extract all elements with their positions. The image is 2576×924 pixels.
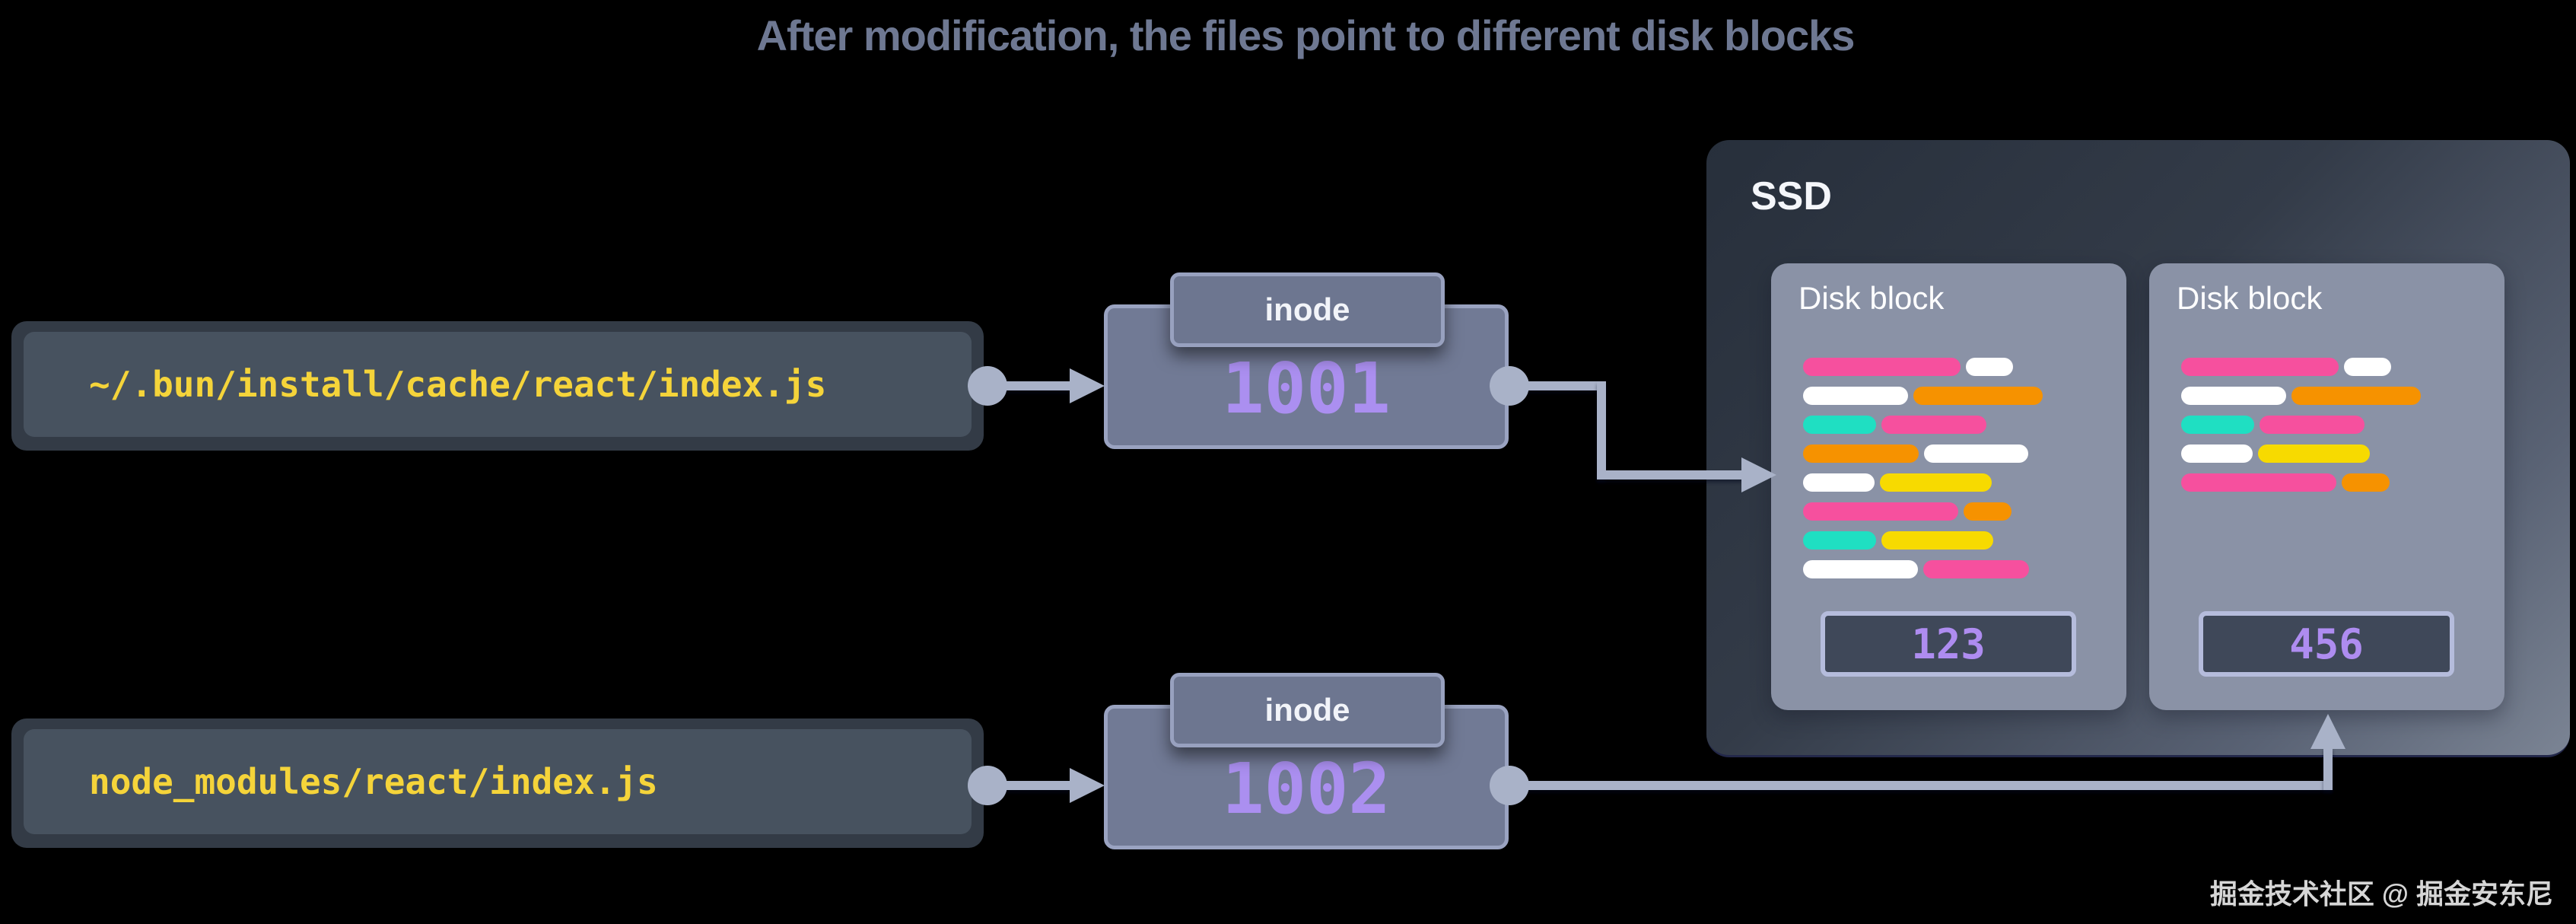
orange-pill bbox=[1964, 502, 2012, 521]
ssd-label: SSD bbox=[1751, 174, 1832, 218]
pink-pill bbox=[1923, 560, 2029, 578]
pill-row bbox=[1803, 560, 2043, 578]
white-pill bbox=[1803, 387, 1908, 405]
arrow-line bbox=[1597, 381, 1606, 480]
yellow-pill bbox=[1881, 531, 1993, 550]
arrow-line bbox=[987, 781, 1073, 790]
white-pill bbox=[1803, 473, 1875, 492]
inode-tab: inode bbox=[1170, 673, 1445, 747]
orange-pill bbox=[2342, 473, 2390, 492]
diagram-title: After modification, the files point to d… bbox=[756, 11, 1856, 59]
connector-dot bbox=[968, 766, 1007, 805]
pill-row bbox=[2181, 473, 2421, 492]
pill-row bbox=[1803, 502, 2043, 521]
block-number-plate: 456 bbox=[2199, 611, 2454, 677]
white-pill bbox=[1966, 358, 2013, 376]
arrow-head-icon bbox=[1070, 768, 1105, 803]
pill-row bbox=[2181, 444, 2421, 463]
pink-pill bbox=[1881, 416, 1986, 434]
pill-row bbox=[1803, 416, 2043, 434]
orange-pill bbox=[2291, 387, 2421, 405]
file-path-text: ~/.bun/install/cache/react/index.js bbox=[89, 364, 827, 405]
pill-row bbox=[1803, 387, 2043, 405]
yellow-pill bbox=[2258, 444, 2370, 463]
arrow-line bbox=[2323, 747, 2333, 790]
arrow-head-icon bbox=[2310, 714, 2345, 749]
file-node-inner: ~/.bun/install/cache/react/index.js bbox=[24, 332, 972, 437]
white-pill bbox=[1803, 560, 1918, 578]
arrow-line bbox=[1509, 781, 2333, 790]
inode-tab-label: inode bbox=[1264, 292, 1350, 327]
arrow-line bbox=[1597, 470, 1743, 480]
orange-pill bbox=[1913, 387, 2043, 405]
orange-pill bbox=[1803, 444, 1919, 463]
pill-row bbox=[2181, 416, 2421, 434]
pill-row bbox=[1803, 531, 2043, 550]
file-node-node-modules: node_modules/react/index.js bbox=[11, 718, 984, 848]
arrow-head-icon bbox=[1070, 368, 1105, 403]
arrow-line bbox=[987, 381, 1073, 390]
connector-dot bbox=[968, 366, 1007, 406]
file-path-text: node_modules/react/index.js bbox=[89, 761, 658, 802]
arrow-head-icon bbox=[1741, 457, 1776, 492]
pill-row bbox=[2181, 387, 2421, 405]
connector-dot bbox=[1490, 766, 1529, 805]
data-pills bbox=[2181, 358, 2421, 502]
disk-block-label: Disk block bbox=[2177, 280, 2323, 316]
file-node-inner: node_modules/react/index.js bbox=[24, 729, 972, 834]
data-pills bbox=[1803, 358, 2043, 589]
teal-pill bbox=[1803, 531, 1876, 550]
inode-number: 1002 bbox=[1222, 747, 1391, 830]
inode-tab: inode bbox=[1170, 272, 1445, 347]
white-pill bbox=[1924, 444, 2028, 463]
block-number: 456 bbox=[2289, 620, 2364, 668]
white-pill bbox=[2344, 358, 2391, 376]
pink-pill bbox=[2181, 358, 2339, 376]
ssd-container: SSD Disk block 123 Disk block 456 bbox=[1706, 140, 2570, 757]
disk-block-card-456: Disk block 456 bbox=[2149, 263, 2504, 710]
arrow-line bbox=[1509, 381, 1606, 390]
file-node-bun-cache: ~/.bun/install/cache/react/index.js bbox=[11, 321, 984, 451]
white-pill bbox=[2181, 444, 2253, 463]
pink-pill bbox=[2181, 473, 2336, 492]
pill-row bbox=[2181, 358, 2421, 376]
block-number-plate: 123 bbox=[1821, 611, 2076, 677]
white-pill bbox=[2181, 387, 2286, 405]
teal-pill bbox=[1803, 416, 1876, 434]
teal-pill bbox=[2181, 416, 2254, 434]
inode-number: 1001 bbox=[1222, 347, 1391, 429]
pill-row bbox=[1803, 473, 2043, 492]
yellow-pill bbox=[1880, 473, 1992, 492]
disk-block-card-123: Disk block 123 bbox=[1771, 263, 2126, 710]
pink-pill bbox=[2260, 416, 2365, 434]
pill-row bbox=[1803, 358, 2043, 376]
connector-dot bbox=[1490, 366, 1529, 406]
block-number: 123 bbox=[1911, 620, 1986, 668]
inode-tab-label: inode bbox=[1264, 692, 1350, 728]
pink-pill bbox=[1803, 502, 1958, 521]
pill-row bbox=[1803, 444, 2043, 463]
disk-block-label: Disk block bbox=[1798, 280, 1945, 316]
pink-pill bbox=[1803, 358, 1961, 376]
watermark: 掘金技术社区 @ 掘金安东尼 bbox=[2209, 878, 2553, 910]
